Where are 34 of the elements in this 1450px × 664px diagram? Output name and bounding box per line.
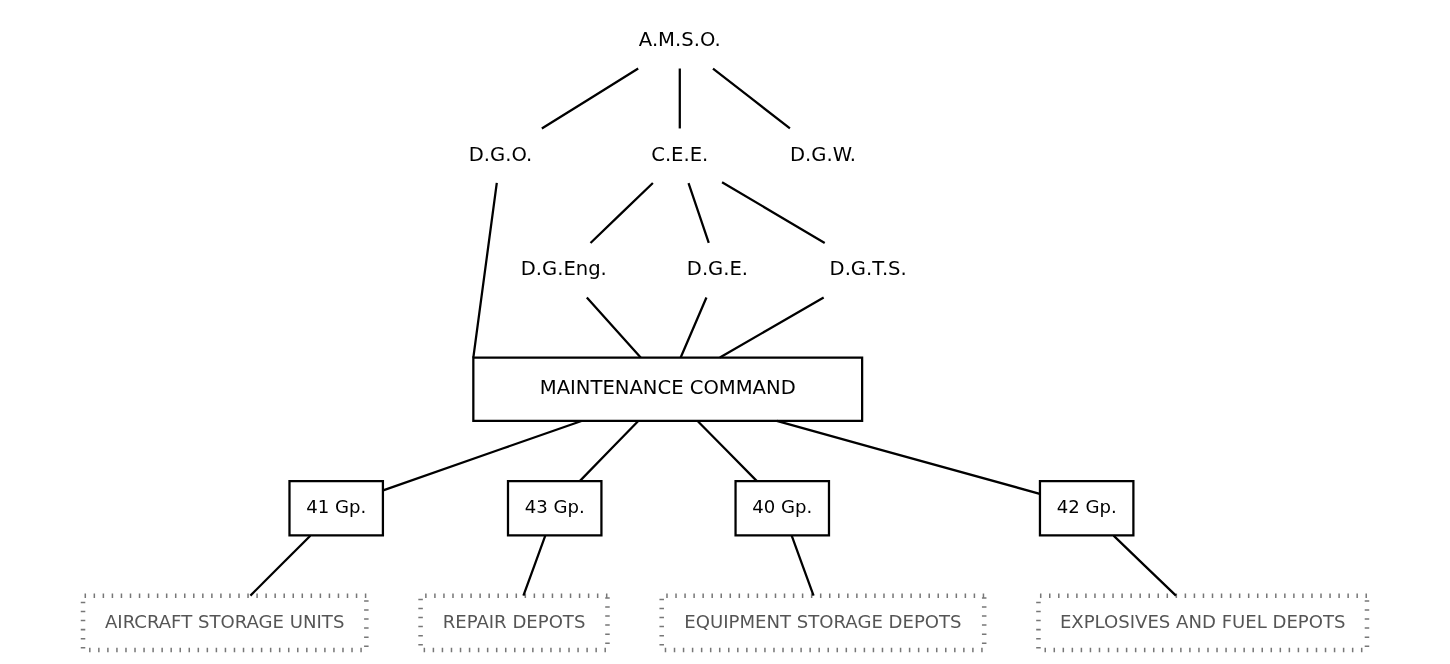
node-box: 41 Gp.: [288, 480, 385, 537]
connector: [687, 182, 710, 244]
connector: [678, 68, 681, 129]
connector: [790, 535, 815, 596]
node-text: D.G.Eng.: [520, 257, 607, 281]
connector: [721, 181, 826, 244]
connector: [586, 296, 642, 359]
connector: [679, 297, 708, 358]
node-box: MAINTENANCE COMMAND: [472, 356, 864, 423]
connector: [719, 296, 825, 359]
connector: [382, 419, 582, 492]
node-text: C.E.E.: [651, 142, 709, 166]
node-box: 40 Gp.: [734, 480, 831, 537]
node-box: EQUIPMENT STORAGE DEPOTS: [659, 593, 987, 653]
node-box: AIRCRAFT STORAGE UNITS: [80, 593, 369, 653]
connector: [472, 182, 498, 358]
node-box: REPAIR DEPOTS: [418, 593, 610, 653]
connector: [697, 420, 758, 482]
connector: [1112, 534, 1177, 597]
node-text: A.M.S.O.: [638, 28, 721, 52]
node-text: D.G.O.: [468, 142, 533, 166]
connector: [522, 535, 547, 596]
node-text: D.G.E.: [686, 257, 749, 281]
connector: [249, 534, 312, 597]
node-text: D.G.T.S.: [829, 257, 907, 281]
connector: [589, 182, 654, 244]
connector: [579, 420, 639, 482]
node-text: D.G.W.: [789, 142, 856, 166]
connector: [712, 67, 791, 130]
connector: [541, 67, 639, 130]
node-box: 43 Gp.: [506, 480, 603, 537]
connector: [776, 419, 1041, 495]
node-box: EXPLOSIVES AND FUEL DEPOTS: [1036, 593, 1370, 653]
node-box: 42 Gp.: [1038, 480, 1135, 537]
